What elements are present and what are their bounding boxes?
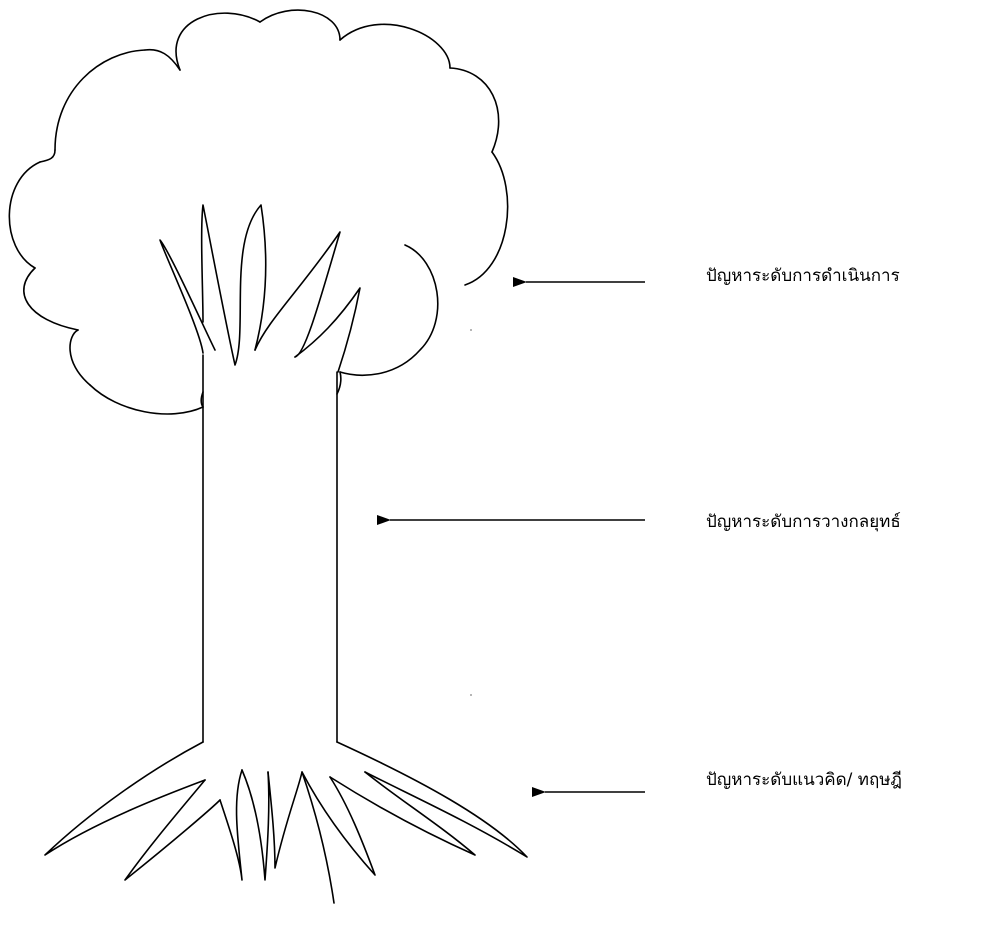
- label-operational-level: ปัญหาระดับการดำเนินการ: [706, 268, 900, 285]
- label-conceptual-level: ปัญหาระดับแนวคิด/ ทฤษฎี: [706, 772, 902, 789]
- tree-crown: [9, 10, 507, 695]
- tree-roots: [45, 742, 527, 903]
- tree-trunk: [203, 355, 337, 742]
- tree-branches: [160, 205, 360, 372]
- label-strategic-level: ปัญหาระดับการวางกลยุทธ์: [706, 514, 901, 531]
